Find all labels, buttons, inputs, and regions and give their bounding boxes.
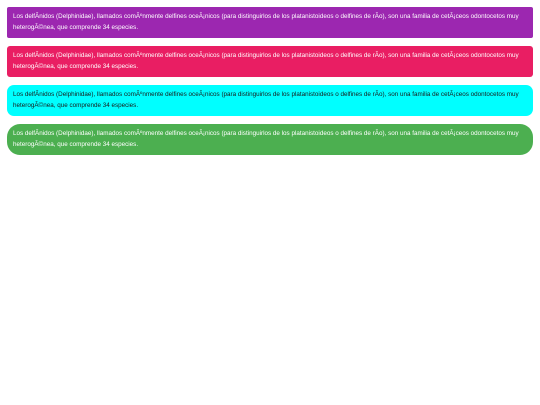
content-area: Los delfÃnidos (Delphinidae), llamados c… xyxy=(0,0,540,155)
text-box-cyan: Los delfÃnidos (Delphinidae), llamados c… xyxy=(7,85,533,116)
text-box-green-text: Los delfÃnidos (Delphinidae), llamados c… xyxy=(13,130,519,148)
text-box-cyan-text: Los delfÃnidos (Delphinidae), llamados c… xyxy=(13,91,519,109)
text-box-green: Los delfÃnidos (Delphinidae), llamados c… xyxy=(7,124,533,155)
text-box-purple: Los delfÃnidos (Delphinidae), llamados c… xyxy=(7,7,533,38)
text-box-purple-text: Los delfÃnidos (Delphinidae), llamados c… xyxy=(13,13,519,31)
text-box-pink: Los delfÃnidos (Delphinidae), llamados c… xyxy=(7,46,533,77)
text-box-pink-text: Los delfÃnidos (Delphinidae), llamados c… xyxy=(13,52,519,70)
